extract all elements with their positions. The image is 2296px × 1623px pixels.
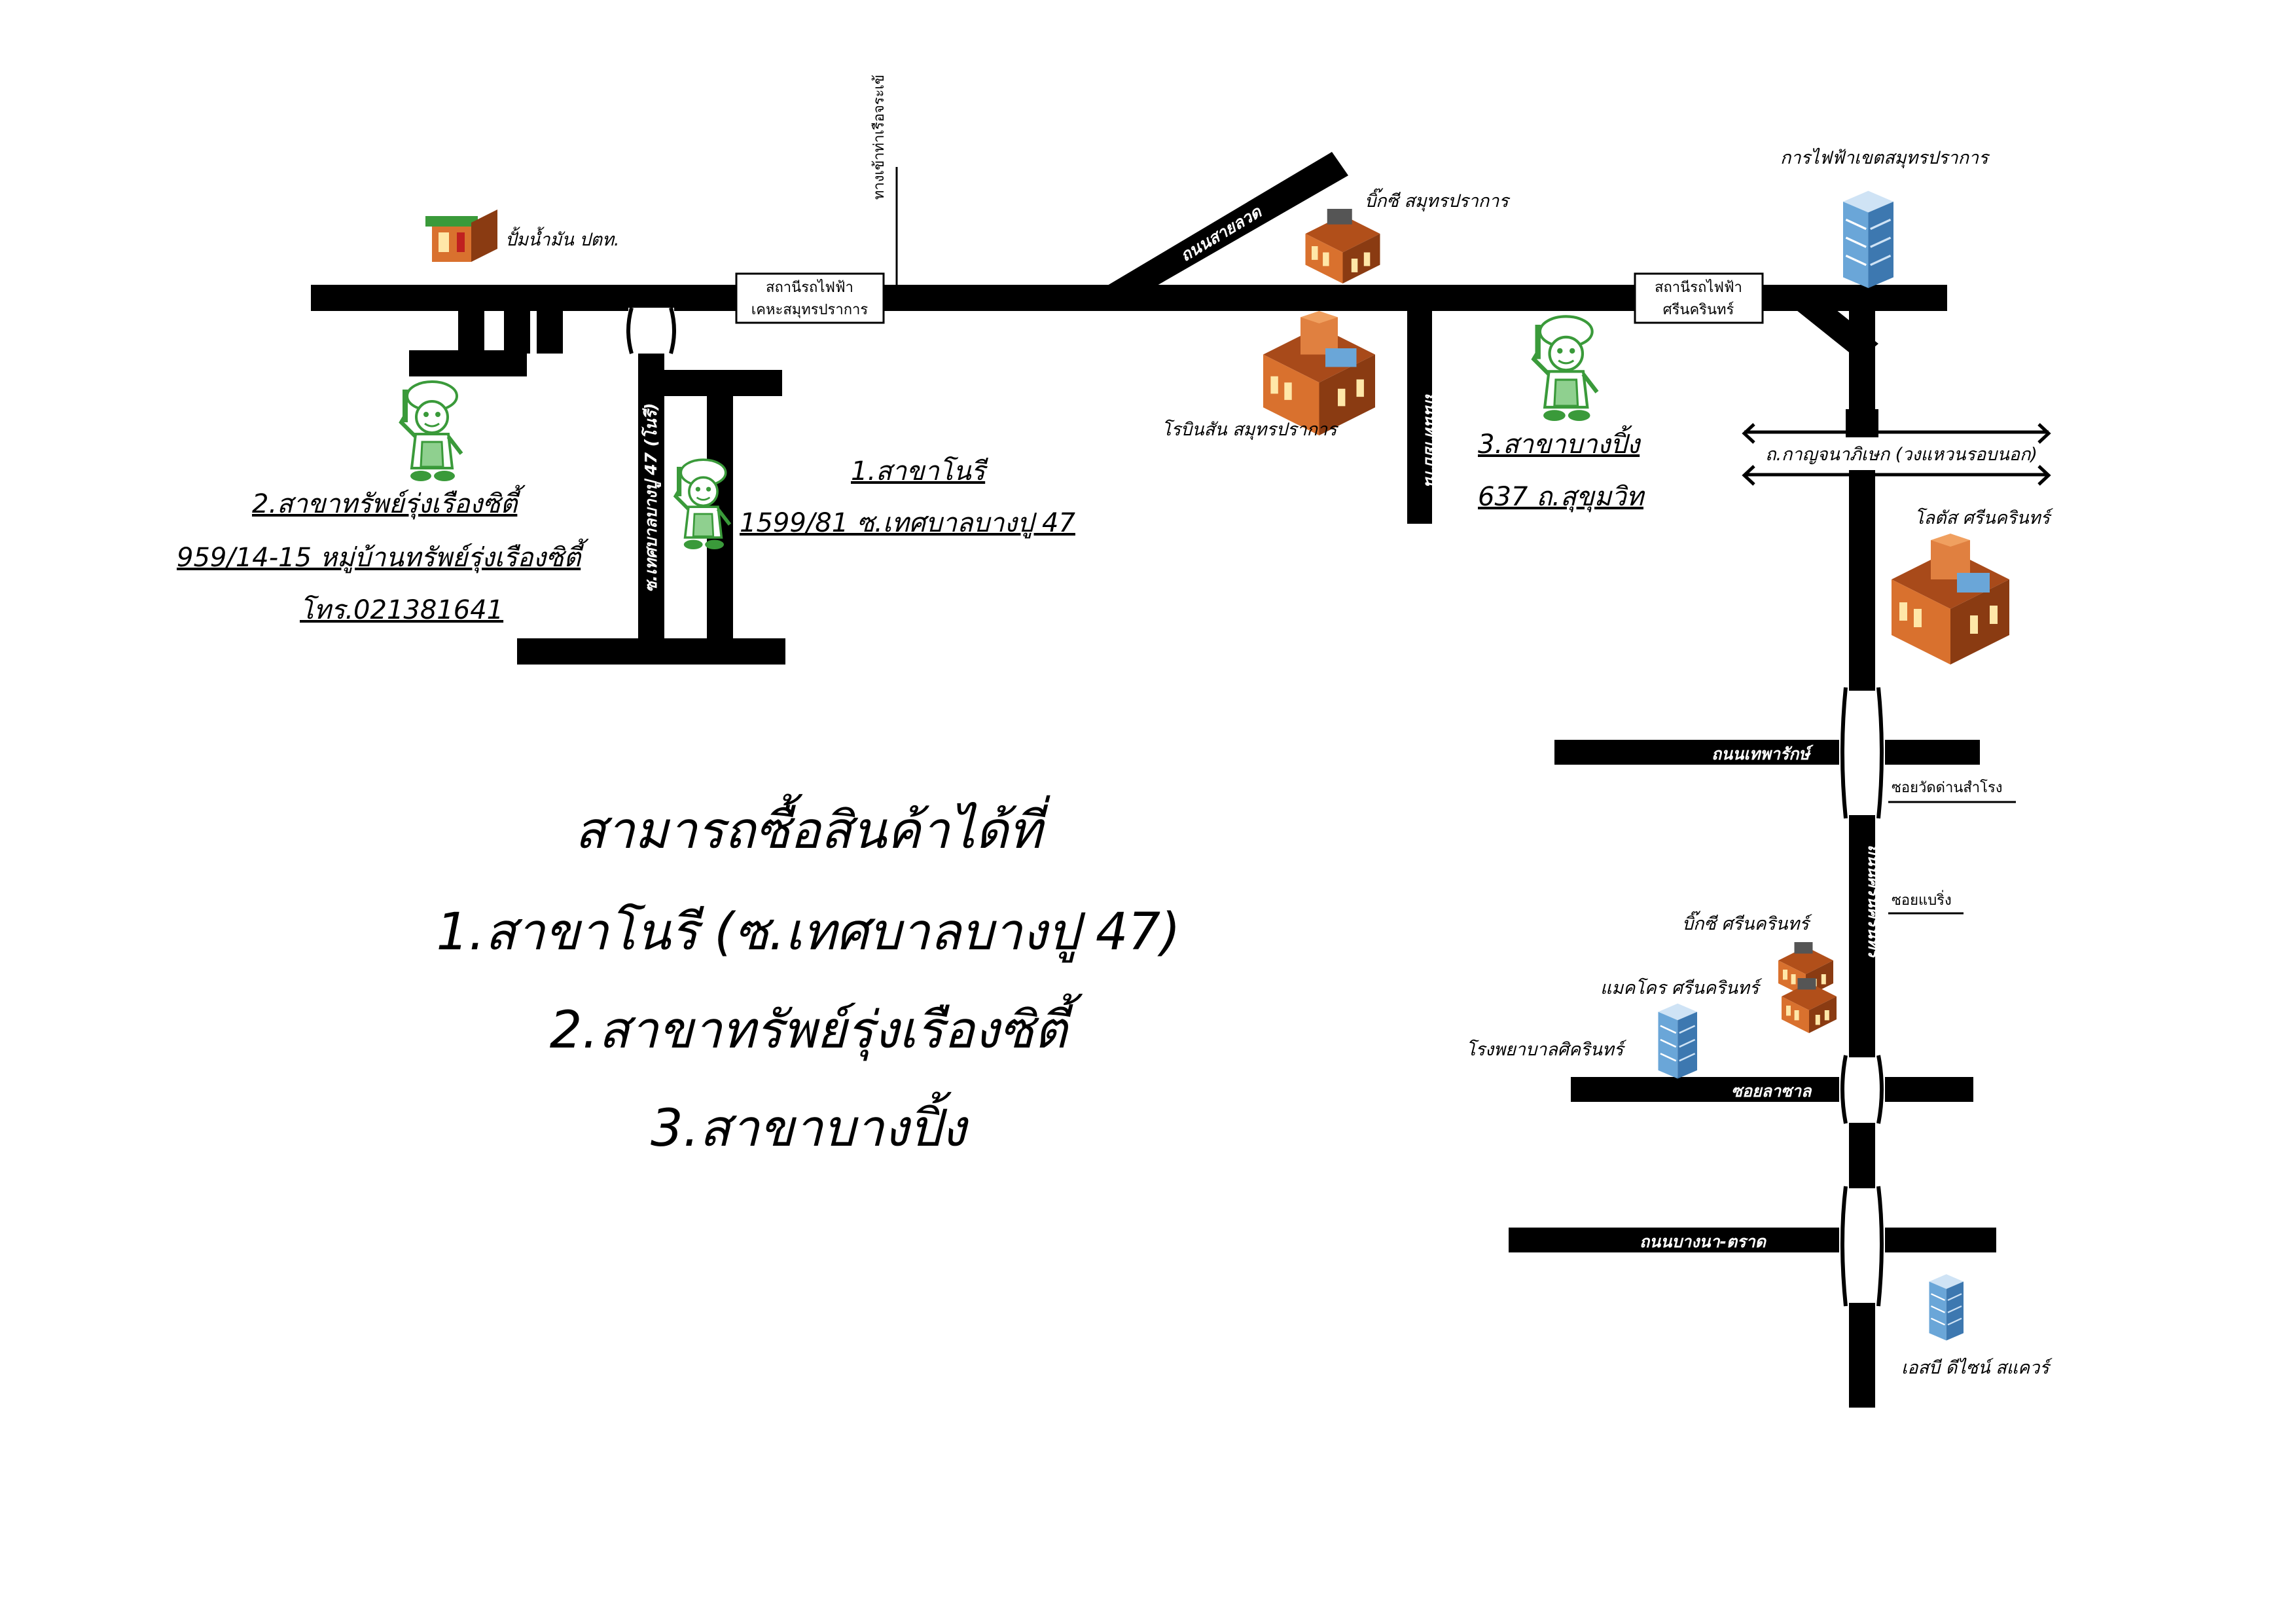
chef-mascot-icon — [401, 382, 461, 481]
svg-text:สถานีรถไฟฟ้า: สถานีรถไฟฟ้า — [766, 279, 853, 296]
label-soi-baeng: ซอยแบริ่ง — [1892, 890, 1952, 909]
road-sai-luat — [1086, 152, 1348, 311]
road-stub-3 — [537, 308, 563, 354]
label-robinson: โรบินสัน สมุทรปราการ — [1162, 419, 1339, 441]
label-sb-design: เอสบี ดีไซน์ สแควร์ — [1901, 1357, 2053, 1378]
branch-2-address: 959/14-15 หมู่บ้านทรัพย์รุ่งเรืองซิตี้ — [177, 538, 589, 574]
headline-line-1: สามารถซื้อสินค้าได้ที่ — [575, 793, 1050, 860]
office-tower-icon — [1657, 1002, 1698, 1080]
label-hospital: โรงพยาบาลศิครินทร์ — [1466, 1039, 1627, 1060]
office-tower-icon — [1842, 189, 1895, 289]
store-building-icon — [1263, 311, 1375, 435]
label-lotus: โลตัส ศรีนครินทร์ — [1914, 507, 2054, 528]
road-interchange — [1793, 291, 1878, 360]
road-nonsi — [638, 308, 664, 648]
headline-line-3: 2.สาขาทรัพย์รุ่งเรืองซิตี้ — [550, 993, 1083, 1061]
road-stub-1 — [458, 308, 484, 354]
road-bangna-trat — [1509, 1228, 1996, 1252]
label-la-salle: ซอยลาซาล — [1731, 1082, 1812, 1101]
label-wat-dan: ซอยวัดด่านสำโรง — [1892, 779, 2003, 796]
station-srinakarin: สถานีรถไฟฟ้า ศรีนครินทร์ — [1634, 272, 1764, 324]
label-bigc-srinakarin: บิ๊กซี ศรีนครินทร์ — [1682, 911, 1813, 934]
svg-text:ศรีนครินทร์: ศรีนครินทร์ — [1663, 302, 1734, 318]
chef-mascot-icon — [1534, 316, 1597, 421]
label-bangna-trat: ถนนบางนา-ตราด — [1640, 1232, 1767, 1251]
label-thai-ban: ถนนทายบ้าน — [1422, 393, 1441, 486]
svg-text:เคหะสมุทรปราการ: เคหะสมุทรปราการ — [751, 302, 869, 318]
headline-line-4: 3.สาขาบางปิ้ง — [651, 1091, 969, 1158]
label-makro: แมคโคร ศรีนครินทร์ — [1600, 977, 1763, 998]
road-theparak — [1554, 740, 1980, 765]
road-nonsi-bottom — [517, 638, 785, 665]
label-srinakarin: ถนนศรีนครินทร์ — [1865, 845, 1884, 962]
branch-1-address: 1599/81 ซ.เทศบาลบางปู 47 — [740, 508, 1075, 539]
store-building-icon — [1305, 209, 1380, 283]
branch-3-address: 637 ถ.สุขุมวิท — [1478, 482, 1645, 513]
headline-line-2: 1.สาขาโนรี (ซ.เทศบาลบางปู 47) — [436, 903, 1180, 963]
road-thai-ban — [1407, 308, 1432, 524]
store-building-icon — [1892, 534, 2009, 665]
office-tower-icon — [1928, 1273, 1965, 1341]
branch-3-name: 3.สาขาบางปิ้ง — [1478, 425, 1641, 460]
branch-2-name: 2.สาขาทรัพย์รุ่งเรืองซิตี้ — [252, 484, 526, 520]
road-kanchana — [1742, 409, 2051, 486]
label-pier-road: ทางเข้าท่าเรือจระเข้ — [871, 75, 888, 200]
label-sai-luat: ถนนสายลวด — [1177, 202, 1265, 265]
label-theparak: ถนนเทพารักษ์ — [1712, 744, 1814, 763]
label-bigc-samut: บิ๊กซี สมุทรปราการ — [1365, 188, 1511, 212]
label-ptt: ปั้มน้ำมัน ปตท. — [505, 227, 619, 250]
gas-station-icon — [425, 210, 497, 262]
bridge-marks — [626, 307, 1885, 1307]
road-stub-2 — [504, 308, 530, 354]
branch-2-phone: โทร.021381641 — [300, 594, 503, 625]
station-kheha: สถานีรถไฟฟ้า เคหะสมุทรปราการ — [735, 272, 885, 324]
label-nonsi-soi: ซ.เทศบาลบางปู 47 (โนรี) — [641, 403, 661, 593]
svg-text:สถานีรถไฟฟ้า: สถานีรถไฟฟ้า — [1655, 279, 1742, 296]
road-nonsi-top — [664, 370, 782, 396]
road-stub-left — [409, 350, 527, 376]
label-pea: การไฟฟ้าเขตสมุทรปราการ — [1780, 147, 1990, 169]
label-kanchana: ถ.กาญจนาภิเษก (วงแหวนรอบนอก) — [1765, 445, 2037, 465]
branch-1-name: 1.สาขาโนรี — [851, 456, 988, 486]
road-la-salle — [1571, 1077, 1973, 1102]
